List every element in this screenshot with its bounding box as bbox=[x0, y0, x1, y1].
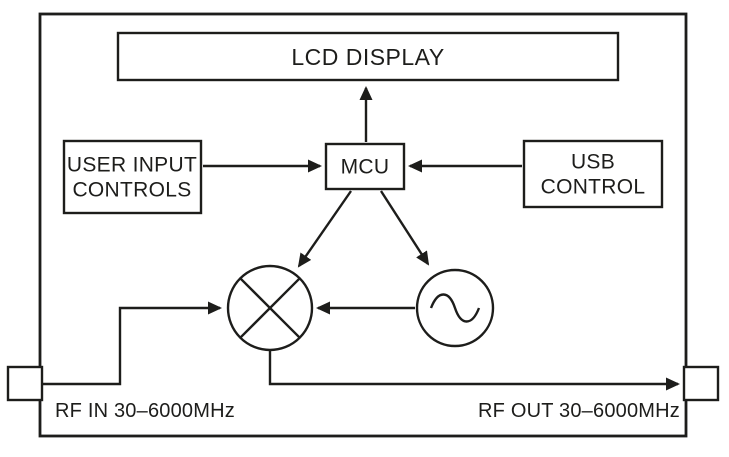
lcd-display-label: LCD DISPLAY bbox=[291, 44, 444, 70]
mcu-label: MCU bbox=[341, 156, 390, 179]
usb-control-label-line1: USB bbox=[571, 151, 615, 174]
oscillator-icon bbox=[415, 268, 495, 348]
rf-out-label: RF OUT 30–6000MHz bbox=[478, 400, 680, 422]
usb-control-box bbox=[522, 139, 664, 209]
arrow-mcu-to-oscillator bbox=[379, 190, 430, 266]
user-input-label-line2: CONTROLS bbox=[72, 179, 191, 202]
user-input-label-line1: USER INPUT bbox=[67, 154, 197, 177]
rf-out-signal-path bbox=[268, 350, 680, 391]
rf-in-connector bbox=[6, 365, 44, 402]
device-enclosure-border bbox=[38, 12, 688, 438]
lcd-display-box bbox=[116, 31, 620, 82]
arrow-mcu-to-mixer bbox=[297, 190, 352, 268]
rf-out-connector bbox=[682, 365, 720, 402]
mixer-icon bbox=[226, 264, 314, 352]
rf-in-label: RF IN 30–6000MHz bbox=[55, 400, 235, 422]
user-input-controls-box bbox=[62, 139, 203, 215]
mcu-box bbox=[324, 142, 406, 191]
rf-in-signal-path bbox=[42, 301, 222, 386]
usb-control-label-line2: CONTROL bbox=[541, 176, 646, 199]
